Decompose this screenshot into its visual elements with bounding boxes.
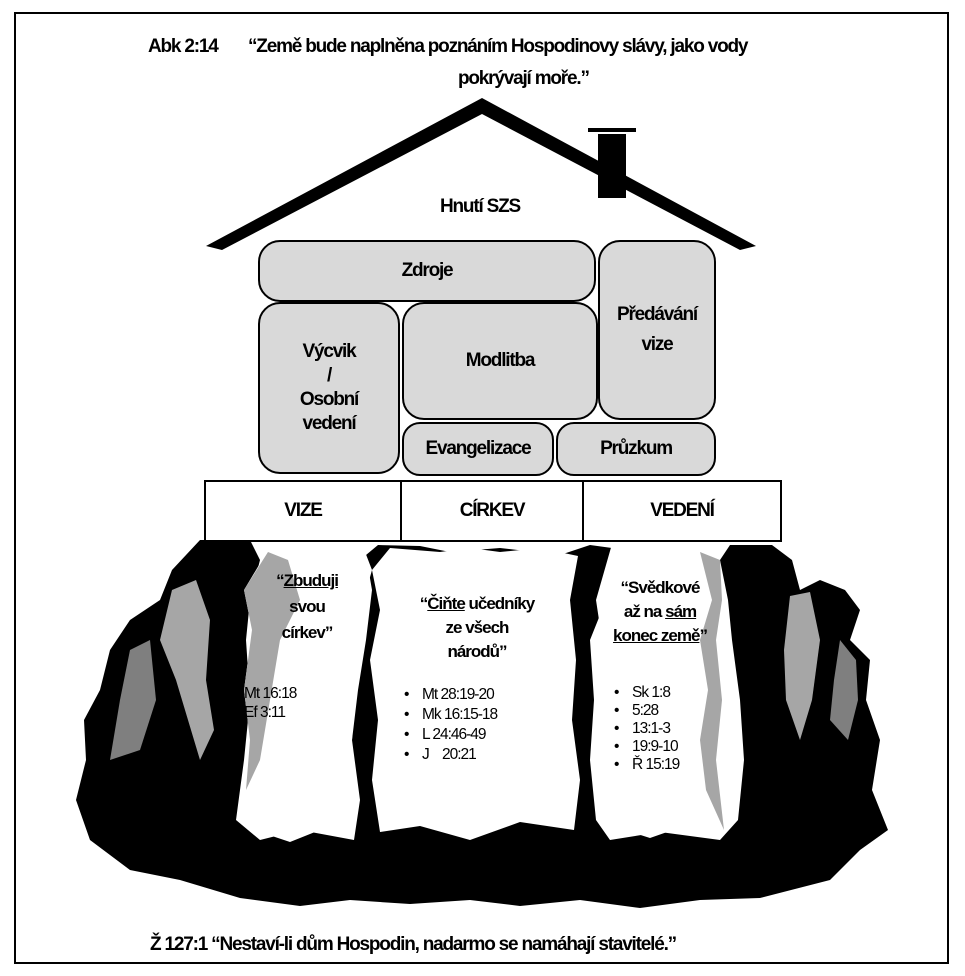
ref-item: Mt 16:18 [226,684,297,703]
block-evangelizace-label: Evangelizace [425,438,532,459]
block-modlitba: Modlitba [402,302,598,420]
ref-item: Sk 1:8 [614,684,679,702]
roof-label: Hnutí SZS [440,196,521,217]
block-vycvik: Výcvik / Osobní vedení [258,302,400,474]
vize-quote-line2: svou [289,597,326,616]
block-vycvik-line2: / [326,365,332,386]
block-zdroje: Zdroje [258,240,596,302]
cirkev-quote-rest: učedníky [464,594,536,613]
block-predavani-line2: vize [641,334,673,355]
vize-quote: “Zbuduji svou církev” [252,568,362,646]
block-vycvik-line3: Osobní [299,389,359,410]
vedeni-quote-close: ” [699,626,707,645]
block-pruzkum: Průzkum [556,422,716,476]
cirkev-quote: “Čiňte učedníky ze všech národů” [394,592,560,664]
block-predavani-vize: Předávání vize [598,240,716,420]
ref-item: 5:28 [614,702,679,720]
vize-quote-open: “ [276,571,284,590]
cirkev-quote-keyword: Čiňte [427,594,465,613]
vize-refs: Mt 16:18 Ef 3:11 [226,684,297,722]
pillar-label-cirkev: CÍRKEV [400,480,584,542]
ref-item: 13:1-3 [614,720,679,738]
vize-quote-keyword: Zbuduji [283,571,339,590]
block-evangelizace: Evangelizace [402,422,554,476]
top-verse-line1: “Země bude naplněna poznáním Hospodinovy… [248,36,748,57]
top-verse-line2: pokrývají moře.” [458,68,590,89]
ref-item: Ef 3:11 [226,703,296,722]
cirkev-quote-line3: národů” [447,642,507,661]
pillar-label-vedeni: VEDENÍ [582,480,782,542]
vedeni-quote: “Svědkové až na sám konec země” [600,576,720,648]
block-pruzkum-label: Průzkum [600,438,673,459]
vedeni-quote-keyword: sám [665,602,697,621]
vedeni-quote-line2-pre: až na [623,602,666,621]
block-zdroje-label: Zdroje [401,260,454,281]
diagram-frame [14,12,949,964]
vedeni-quote-line1: “Svědkové [620,578,701,597]
top-verse-ref: Abk 2:14 [148,36,219,57]
ref-item: L 24:46-49 [404,725,497,745]
bottom-verse: Ž 127:1 “Nestaví-li dům Hospodin, nadarm… [150,934,677,955]
vedeni-quote-keyword2: konec země [613,626,700,645]
ref-item: J 20:21 [404,745,497,765]
cirkev-quote-line2: ze všech [445,618,510,637]
vize-quote-line3: církev” [281,623,334,642]
cirkev-refs: Mt 28:19-20 Mk 16:15-18 L 24:46-49 J 20:… [404,685,498,765]
pillar-label-vize: VIZE [204,480,402,542]
ref-item: Mt 28:19-20 [404,685,497,705]
block-vycvik-line4: vedení [302,413,357,434]
block-predavani-line1: Předávání [616,304,698,325]
ref-item: Ř 15:19 [614,756,680,774]
cirkev-quote-open: “ [419,594,428,613]
vedeni-refs: Sk 1:8 5:28 13:1-3 19:9-10 Ř 15:19 [614,684,680,774]
block-vycvik-line1: Výcvik [302,341,356,362]
ref-item: 19:9-10 [614,738,679,756]
block-modlitba-label: Modlitba [465,350,536,371]
ref-item: Mk 16:15-18 [404,705,498,725]
